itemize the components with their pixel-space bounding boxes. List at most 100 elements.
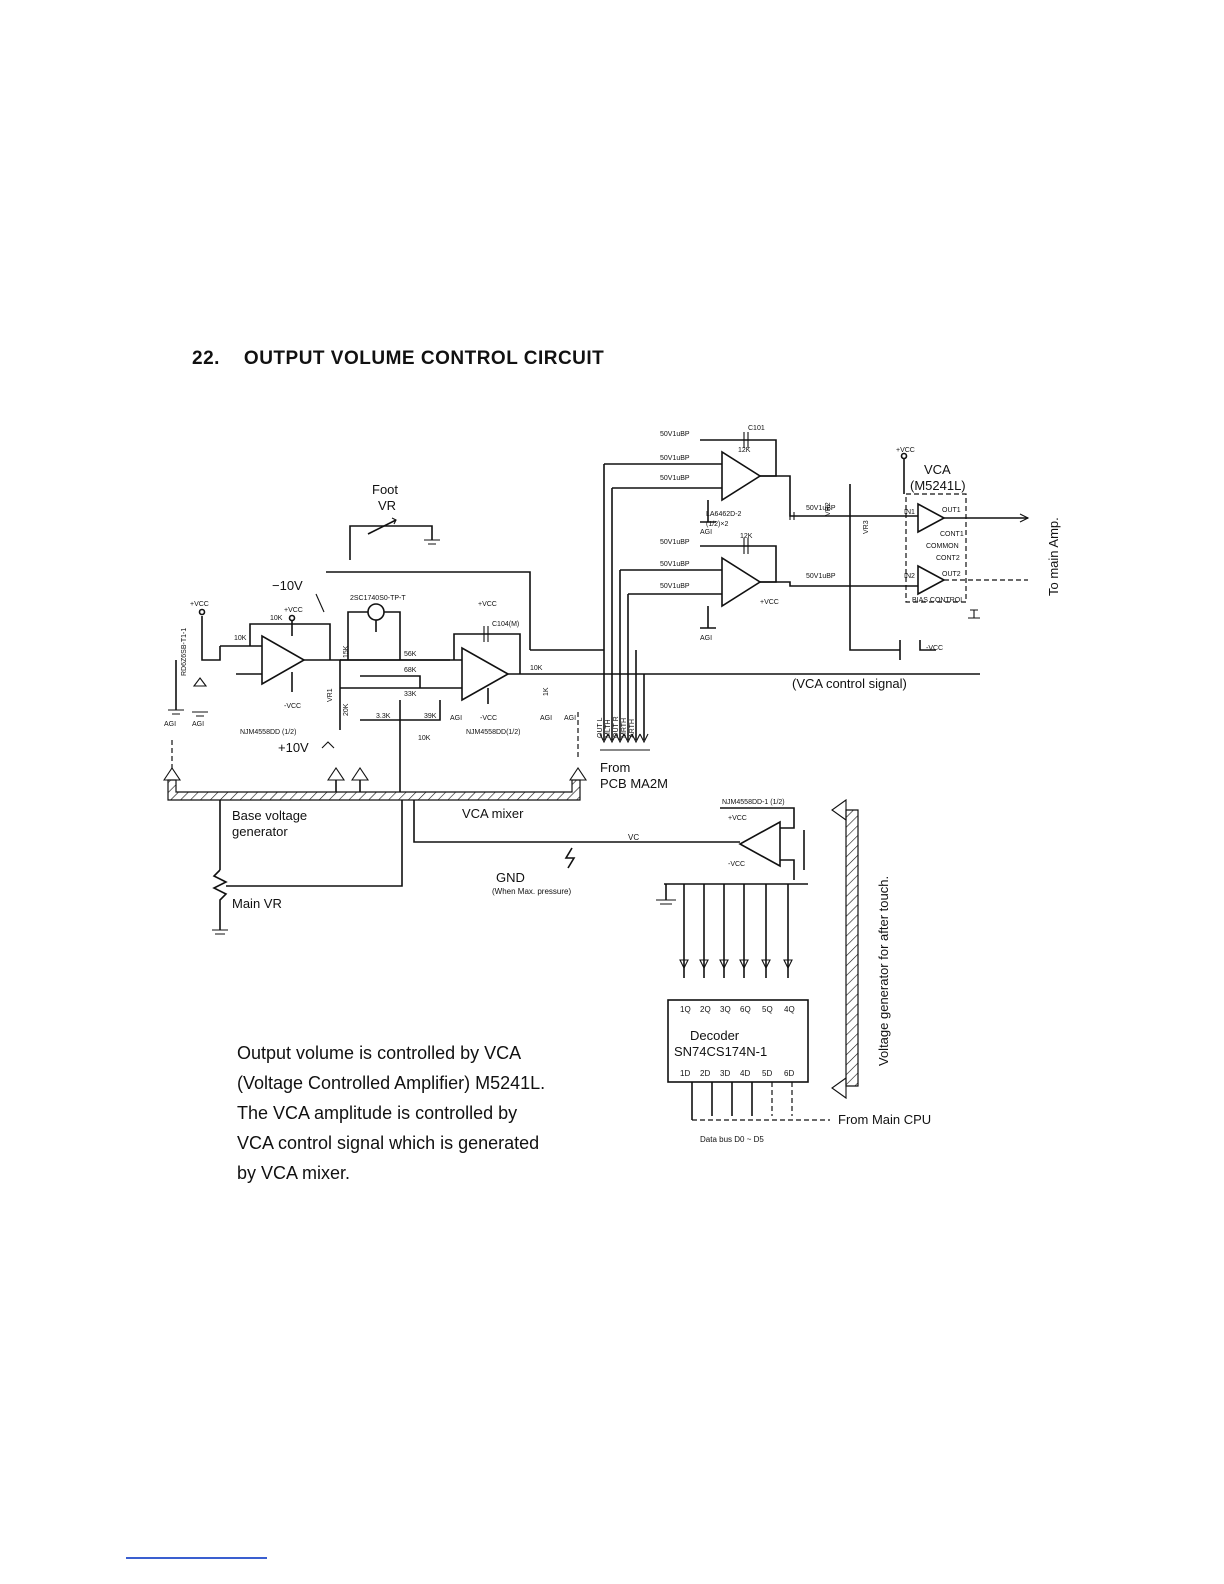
bus-mlth: MLTH xyxy=(605,719,612,738)
res-68k: 68K xyxy=(404,667,417,674)
vcc-op1: +VCC xyxy=(284,607,303,614)
vcc-at: +VCC xyxy=(728,815,747,822)
bus-out-l: OUT L xyxy=(597,717,604,738)
diode-5 xyxy=(761,959,771,970)
foot-vr-block: Foot VR −10V 2SC1740S0-TP-T xyxy=(272,482,531,660)
vca-minus-vcc: -VCC xyxy=(926,645,943,652)
vca-mixer-block: 56K 68K 33K 3.3K 39K 10K +VCC C104(M) -V… xyxy=(340,601,980,760)
res-33k: 33K xyxy=(404,691,417,698)
decoder-block: 1Q 2Q 3Q 6Q 5Q 4Q Decoder SN74CS174N-1 1… xyxy=(667,999,931,1144)
opamp-1 xyxy=(261,634,306,686)
q-pin-3: 3Q xyxy=(720,1005,731,1014)
cap-50v-5: 50V1uBP xyxy=(660,561,690,568)
bus-out-r: OUT R xyxy=(613,716,620,738)
vca-block: VCA (M5241L) +VCC IN1 OUT1 CONT1 COMMON … xyxy=(825,447,1061,660)
d-pin-6: 6D xyxy=(784,1069,794,1078)
decoder-part-label: SN74CS174N-1 xyxy=(674,1044,767,1059)
diode-6 xyxy=(783,959,793,970)
cap-50v-out2: 50V1uBP xyxy=(806,573,836,580)
res-10k-out: 10K xyxy=(530,665,543,672)
vca-pin-in2: IN2 xyxy=(904,573,915,580)
foot-vr-label-2: VR xyxy=(378,498,396,513)
q-pin-5: 5Q xyxy=(762,1005,773,1014)
res-39k: 39K xyxy=(424,713,437,720)
vcc-left: +VCC xyxy=(190,601,209,608)
from-pcb-label-2: PCB MA2M xyxy=(600,776,668,791)
top-opamp-unit: (1/2)×2 xyxy=(706,521,728,528)
diode-4 xyxy=(739,959,749,970)
d-pin-3: 3D xyxy=(720,1069,730,1078)
agi-mix-1: AGI xyxy=(450,715,462,722)
res-12k-mid: 12K xyxy=(740,533,753,540)
agi-mix-2: AGI xyxy=(540,715,552,722)
vcc-mid: +VCC xyxy=(760,599,779,606)
res-10k-in: 10K xyxy=(234,635,247,642)
plus-10v-label: +10V xyxy=(278,740,309,755)
agi-left-1: AGI xyxy=(164,721,176,728)
description-line-3: The VCA amplitude is controlled by xyxy=(237,1103,518,1123)
to-main-amp-label: To main Amp. xyxy=(1046,517,1061,596)
vca-part-label: (M5241L) xyxy=(910,478,966,493)
res-1k: 1K xyxy=(543,687,550,696)
opamp-3 xyxy=(738,820,781,868)
cap-50v-1: 50V1uBP xyxy=(660,431,690,438)
res-20k: 20K xyxy=(343,703,350,716)
cap-50v-4: 50V1uBP xyxy=(660,539,690,546)
top-opamp-part: LA6462D-2 xyxy=(706,511,742,518)
aftertouch-label: Voltage generator for after touch. xyxy=(876,876,891,1066)
minus-10v-label: −10V xyxy=(272,578,303,593)
foot-vr-label-1: Foot xyxy=(372,482,398,497)
vca-mixer-label: VCA mixer xyxy=(462,806,524,821)
vca-pin-cont1: CONT1 xyxy=(940,531,964,538)
res-3-3k: 3.3K xyxy=(376,713,391,720)
vca-pin-bias: BIAS CONTROL xyxy=(912,597,964,604)
vr2-label: VR2 xyxy=(825,502,832,516)
block-indicator-bus xyxy=(162,700,588,801)
cap-50v-out1: 50V1uBP xyxy=(806,505,836,512)
cap-c101: C101 xyxy=(748,425,765,432)
q-pin-6: 6Q xyxy=(740,1005,751,1014)
aftertouch-indicator: Voltage generator for after touch. xyxy=(831,798,891,1100)
d-pin-5: 5D xyxy=(762,1069,772,1078)
minus-vcc-op1: -VCC xyxy=(284,703,301,710)
transistor-part: 2SC1740S0-TP-T xyxy=(350,595,406,602)
top-amplifier-block: C101 12K 12K 50V1uBP 50V1uBP 50V1uBP 50V… xyxy=(604,425,850,642)
q-pin-4: 4Q xyxy=(784,1005,795,1014)
description-line-2: (Voltage Controlled Amplifier) M5241L. xyxy=(237,1073,546,1093)
vr3-label: VR3 xyxy=(863,520,870,534)
diode-2 xyxy=(699,959,709,970)
vr1-label: VR1 xyxy=(327,688,334,702)
vca-label: VCA xyxy=(924,462,951,477)
vca-control-signal-label: (VCA control signal) xyxy=(792,676,907,691)
vca-pin-out1: OUT1 xyxy=(942,507,961,514)
max-pressure-label: (When Max. pressure) xyxy=(492,887,571,896)
opamp-1-block: +VCC +VCC -VCC 10K 10K NJM4558DD (1/2) R… xyxy=(164,601,450,755)
diode-1 xyxy=(679,959,689,970)
vca-vcc: +VCC xyxy=(896,447,915,454)
base-voltage-label-2: generator xyxy=(232,824,288,839)
description-line-1: Output volume is controlled by VCA xyxy=(237,1043,522,1063)
cap-50v-3: 50V1uBP xyxy=(660,475,690,482)
vc-label: VC xyxy=(628,833,639,842)
decoder-label: Decoder xyxy=(690,1028,740,1043)
res-56k: 56K xyxy=(404,651,417,658)
res-15k: 15K xyxy=(343,645,350,658)
cap-50v-6: 50V1uBP xyxy=(660,583,690,590)
from-pcb-label-1: From xyxy=(600,760,630,775)
d-pin-4: 4D xyxy=(740,1069,750,1078)
res-10k-fb: 10K xyxy=(270,615,283,622)
from-main-cpu-label: From Main CPU xyxy=(838,1112,931,1127)
agi-mid: AGI xyxy=(700,635,712,642)
signal-bus: OUT L MLTH OUT R MRTH ARTH From PCB MA2M xyxy=(597,464,668,791)
opamp-1-part: NJM4558DD (1/2) xyxy=(240,729,296,736)
footnote-divider xyxy=(126,1557,267,1559)
opamp-2-part: NJM4558DD(1/2) xyxy=(466,729,520,736)
data-bus-label: Data bus D0 ~ D5 xyxy=(700,1135,764,1144)
description-line-4: VCA control signal which is generated xyxy=(237,1133,540,1153)
minus-vcc-mix: -VCC xyxy=(480,715,497,722)
opamp-3-part: NJM4558DD-1 (1/2) xyxy=(722,799,785,806)
vca-amp-2 xyxy=(917,564,946,596)
description-paragraph: Output volume is controlled by VCA (Volt… xyxy=(237,1038,657,1188)
cap-c104: C104(M) xyxy=(492,621,519,628)
